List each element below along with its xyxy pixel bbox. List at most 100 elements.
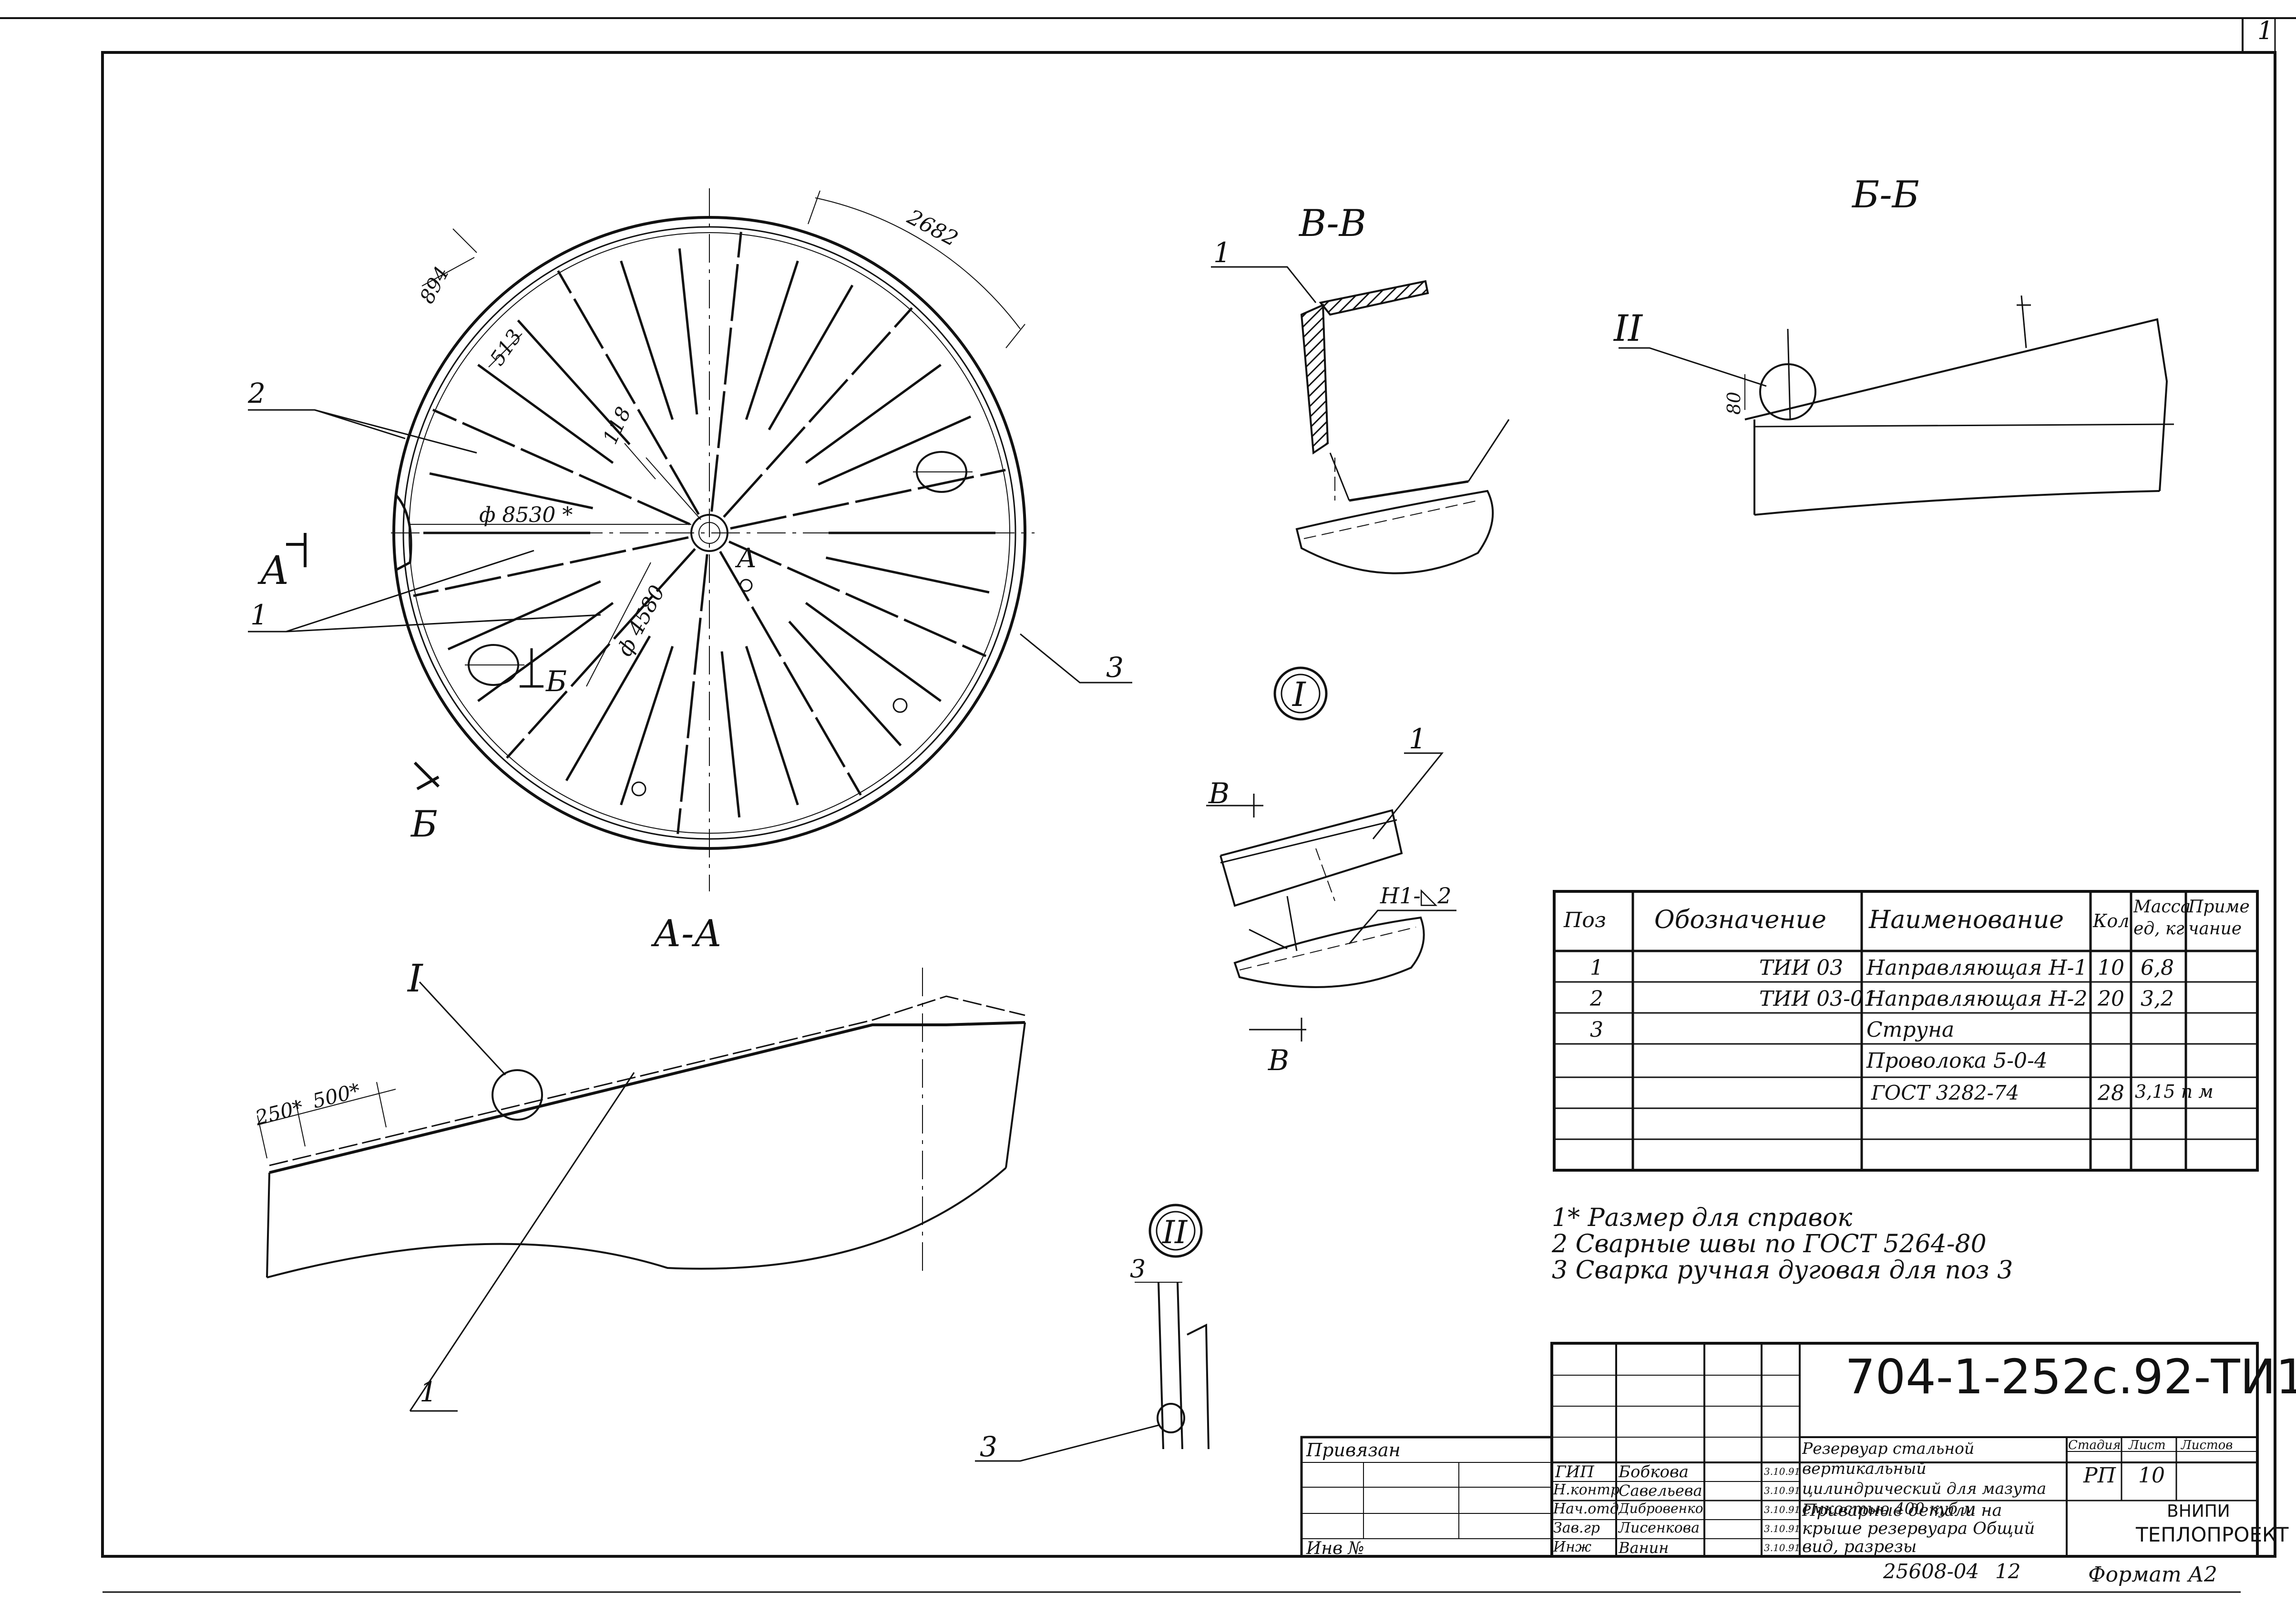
node-one-drawing [1206,666,1456,1042]
cut-a-left: А [257,548,289,593]
spec-head-qty: Кол [2093,910,2130,931]
cut-b-plan: Б [545,665,567,698]
guide-h2 [818,415,972,486]
cut-a-right: А [735,543,757,574]
guide-h2 [477,364,614,464]
dim-250: 250* [253,1095,306,1130]
spec-r2-des: ТИИ 03-01 [1759,987,1877,1011]
spec-r1-mass: 6,8 [2141,956,2174,980]
name-5: Ванин [1619,1539,1669,1557]
name-3: Дибровенко [1619,1501,1703,1516]
guide-h2 [720,651,741,817]
node-two-pos3: 3 [980,1430,997,1463]
sheets-label: Листов [2181,1438,2233,1452]
guide-h2 [620,260,674,420]
spec-head-name: Наименование [1869,906,2064,934]
guide-h1 [413,536,689,597]
node-two-label: II [1162,1214,1188,1251]
section-aa-drawing [257,968,1026,1412]
section-aa-callout: I [407,956,423,1001]
guide-h1 [723,307,913,518]
stage-value: РП [2083,1463,2116,1488]
org-line-2: ТЕПЛОПРОЕКТ [2136,1523,2289,1546]
doc-code: 704-1-252с.92-ТИ1 [1845,1349,2296,1405]
spec-r2-name: Направляющая Н-2 [1866,987,2088,1011]
guide-h2 [678,248,698,415]
spec-table-grid [1553,890,2259,1172]
inventory-sheet: 12 [1995,1560,2021,1583]
note-1: 1* Размер для справок [1552,1204,1853,1232]
org-line-1: ВНИПИ [2167,1502,2230,1521]
spec-head-designation: Обозначение [1654,906,1826,934]
spec-r2-qty: 20 [2098,987,2124,1011]
drawing-title: Приварные детали на крыше резервуара Общ… [1802,1501,2035,1556]
node-one-label: I [1292,675,1306,714]
spec-r1-des: ТИИ 03 [1759,956,1844,980]
guide-h2 [825,556,990,594]
stage-label: Стадия [2068,1438,2121,1452]
date-4: 3.10.91 [1764,1523,1801,1534]
inventory-no: 25608-04 [1883,1560,1979,1583]
corner-mark: 1 [2257,17,2273,45]
note-2: 2 Сварные швы по ГОСТ 5264-80 [1552,1230,1987,1258]
guide-h2 [620,646,674,806]
date-3: 3.10.91 [1764,1504,1801,1515]
guide-h2 [805,364,942,464]
dim-500: 500* [310,1079,363,1113]
name-4: Лисенкова [1619,1520,1700,1536]
spec-r2-mass: 3,2 [2141,987,2174,1011]
spec-r5-name: ГОСТ 3282-74 [1871,1081,2019,1104]
pos-2-label: 2 [247,377,266,409]
cut-b-bottom: Б [410,803,438,845]
pos-1-label: 1 [250,599,268,631]
guide-h1 [728,541,987,657]
spec-r5-mass: 3,15 п м [2135,1081,2214,1102]
object-title: Резервуар стальной вертикальный цилиндри… [1802,1439,2047,1518]
guide-h1 [730,469,1006,530]
guide-h2 [517,319,631,445]
guide-h1 [557,270,700,515]
spec-r4-name: Проволока 5-0-4 [1866,1049,2048,1073]
sheet-label: Лист [2129,1438,2166,1452]
guide-h2 [788,621,902,746]
role-3: Нач.отд [1553,1501,1619,1517]
dim-2682: 2682 [903,204,962,251]
role-5: Инж [1553,1539,1592,1555]
sheet-border [0,17,2296,1593]
guide-h2 [429,472,594,510]
name-1: Бобкова [1619,1462,1689,1481]
guide-h1 [710,232,742,512]
node-two-dim3: 3 [1130,1255,1146,1284]
spec-head-pos: Поз [1564,908,1606,932]
guide-h1 [506,548,696,759]
date-5: 3.10.91 [1764,1542,1801,1553]
node-one-pos1: 1 [1409,723,1426,755]
spec-r1-pos: 1 [1590,956,1603,980]
section-vv-pos1: 1 [1213,236,1231,269]
node-one-cut-bottom: В [1268,1044,1289,1077]
spec-r5-qty: 28 [2098,1081,2124,1105]
section-vv-drawing [1211,266,1510,574]
format-label: Формат А2 [2088,1563,2217,1587]
guide-h2 [768,285,854,430]
guide-h2 [447,580,601,651]
dia-inner: ф 4580 [613,582,670,661]
dim-80: 80 [1723,392,1744,415]
section-aa-pos1: 1 [420,1376,437,1408]
dim-894: 894 [415,263,454,307]
bound-label: Привязан [1306,1440,1401,1461]
guide-h2 [565,635,651,781]
name-2: Савельева [1619,1481,1702,1500]
guide-h1 [432,409,690,525]
guide-h2 [745,260,799,420]
spec-head-mass: Масса ед, кг [2133,897,2191,939]
spec-r3-pos: 3 [1590,1018,1603,1042]
spec-r1-name: Направляющая Н-1 [1866,956,2088,980]
spec-r3-name: Струна [1866,1018,1955,1042]
guide-h2 [745,646,799,806]
node-one-weld: Н1-◺2 [1380,883,1452,909]
guide-h2 [805,602,942,702]
guide-h1 [676,554,708,834]
